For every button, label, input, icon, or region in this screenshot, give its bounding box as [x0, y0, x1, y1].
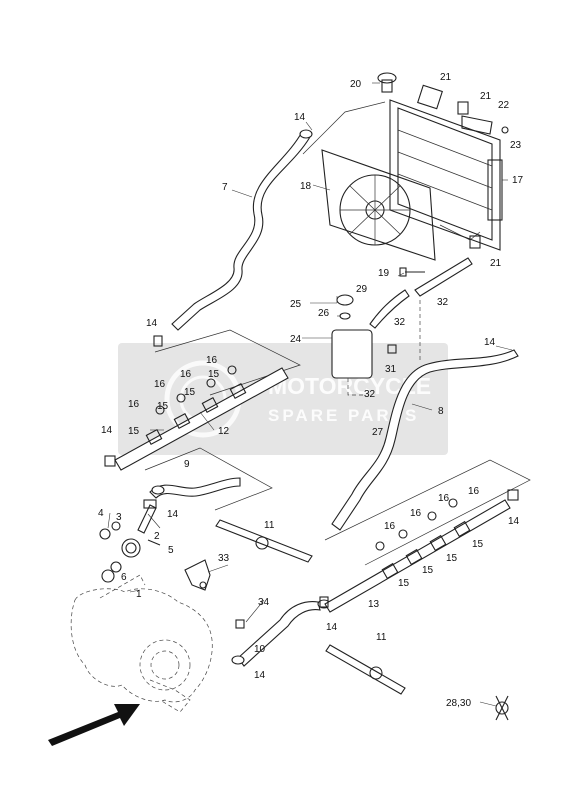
- label-16: 16: [154, 379, 166, 390]
- label-7: 7: [222, 182, 228, 193]
- label-22: 22: [498, 100, 510, 111]
- thermostat-housing: [99, 499, 161, 583]
- label-32: 32: [394, 317, 406, 328]
- label-16: 16: [384, 521, 396, 532]
- tie-11-upper: [215, 519, 313, 563]
- label-12: 12: [218, 426, 230, 437]
- label-15: 15: [398, 578, 410, 589]
- label-16: 16: [128, 399, 140, 410]
- label-16: 16: [468, 486, 480, 497]
- bracket-33: [184, 559, 211, 591]
- label-32: 32: [364, 389, 376, 400]
- label-9: 9: [184, 459, 190, 470]
- label-14: 14: [167, 509, 179, 520]
- label-14: 14: [146, 318, 158, 329]
- label-27: 27: [372, 427, 384, 438]
- label-21: 21: [490, 258, 502, 269]
- label-8: 8: [438, 406, 444, 417]
- label-21: 21: [440, 72, 452, 83]
- label-15: 15: [157, 401, 169, 412]
- front-arrow: [48, 704, 140, 746]
- label-6: 6: [121, 572, 127, 583]
- label-19: 19: [378, 268, 390, 279]
- label-1: 1: [136, 589, 142, 600]
- label-18: 18: [300, 181, 312, 192]
- hose-7: [171, 129, 313, 331]
- hose-8: [331, 349, 519, 531]
- label-16: 16: [180, 369, 192, 380]
- label-15: 15: [208, 369, 220, 380]
- label-14: 14: [484, 337, 496, 348]
- label-14: 14: [101, 425, 113, 436]
- label-28-30: 28,30: [446, 698, 471, 709]
- hose-9: [144, 447, 273, 511]
- label-11: 11: [264, 520, 275, 531]
- watermark-brand-line2: SPARE PARTS: [268, 406, 419, 425]
- label-17: 17: [512, 175, 524, 186]
- label-23: 23: [510, 140, 522, 151]
- label-16: 16: [410, 508, 422, 519]
- label-5: 5: [168, 545, 174, 556]
- label-15: 15: [128, 426, 140, 437]
- label-4: 4: [98, 508, 104, 519]
- label-15: 15: [422, 565, 434, 576]
- label-14: 14: [294, 112, 306, 123]
- label-14: 14: [254, 670, 266, 681]
- tie-11-lower: [325, 644, 406, 695]
- label-14: 14: [508, 516, 520, 527]
- label-11: 11: [376, 632, 387, 643]
- label-16: 16: [206, 355, 218, 366]
- label-14: 14: [326, 622, 338, 633]
- label-15: 15: [446, 553, 458, 564]
- label-2: 2: [154, 531, 160, 542]
- pipe-13-assembly: [319, 459, 531, 613]
- label-32: 32: [437, 297, 449, 308]
- label-3: 3: [116, 512, 122, 523]
- label-24: 24: [290, 334, 302, 345]
- leader-lines: [107, 121, 513, 707]
- label-15: 15: [472, 539, 484, 550]
- label-16: 16: [438, 493, 450, 504]
- part-labels: 20 21 21 22 23 14 7 18 17 21 19 29 32 25…: [98, 72, 524, 709]
- reservoir-tank: [310, 289, 421, 396]
- hose-10: [231, 599, 331, 667]
- label-25: 25: [290, 299, 302, 310]
- label-20: 20: [350, 79, 362, 90]
- label-29: 29: [356, 284, 368, 295]
- label-21: 21: [480, 91, 492, 102]
- label-34: 34: [258, 597, 270, 608]
- label-33: 33: [218, 553, 230, 564]
- label-13: 13: [368, 599, 380, 610]
- radiator-assembly: [302, 72, 509, 297]
- label-31: 31: [385, 364, 397, 375]
- label-15: 15: [184, 387, 196, 398]
- engine: [70, 574, 213, 713]
- label-10: 10: [254, 644, 266, 655]
- pipe-12-assembly: [104, 329, 301, 471]
- label-26: 26: [318, 308, 330, 319]
- clamp-28-30: [495, 695, 509, 721]
